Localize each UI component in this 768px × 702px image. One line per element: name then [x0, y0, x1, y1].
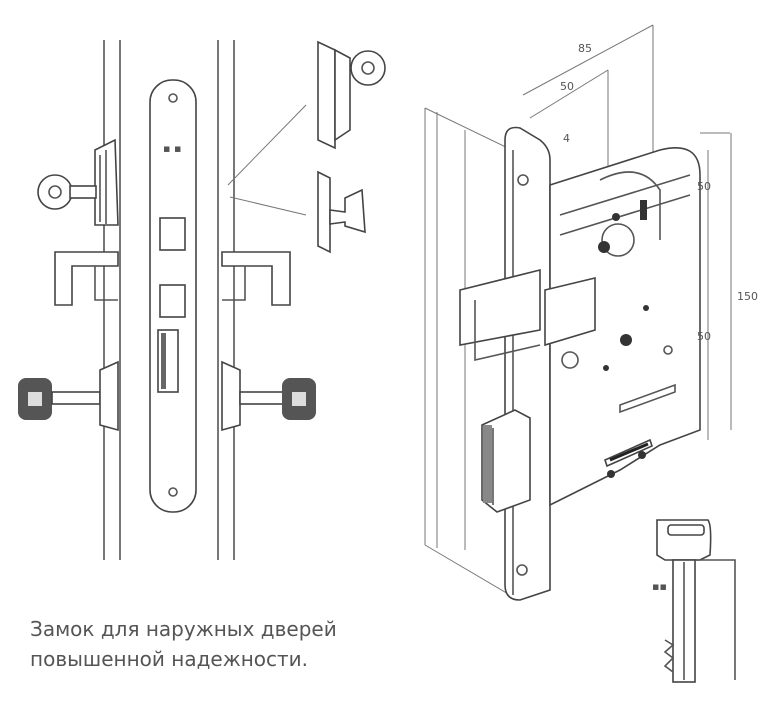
- dim-right-upper: 50: [697, 180, 711, 193]
- cylinder-key-bottom-left: [18, 360, 119, 432]
- bolt-hole: [159, 217, 186, 251]
- handle-left: [54, 251, 119, 306]
- dimension-labels: 85 50 4 50 150 50: [560, 42, 758, 343]
- key-icon: ▪▪: [652, 519, 736, 683]
- caption-line-2: повышенной надежности.: [30, 647, 309, 671]
- dim-50: 50: [560, 80, 574, 93]
- dim-right-lower: 50: [697, 330, 711, 343]
- cylinder-key-bottom-right: [221, 360, 316, 432]
- caption-line-1: Замок для наружных дверей: [30, 617, 337, 641]
- faceplate-front: ▪ ▪: [149, 79, 197, 513]
- dim-right-total: 150: [737, 290, 758, 303]
- dim-4: 4: [563, 132, 570, 145]
- dim-85: 85: [578, 42, 592, 55]
- detail-callout: [227, 40, 386, 254]
- lock-body-isometric: [424, 24, 732, 601]
- svg-text:▪ ▪: ▪ ▪: [163, 142, 181, 155]
- handle-right: [221, 251, 291, 306]
- cylinder-key-left: [37, 138, 119, 226]
- svg-text:▪▪: ▪▪: [652, 580, 667, 593]
- caption: Замок для наружных дверей повышенной над…: [30, 614, 337, 674]
- deadbolt-hole: [159, 284, 186, 318]
